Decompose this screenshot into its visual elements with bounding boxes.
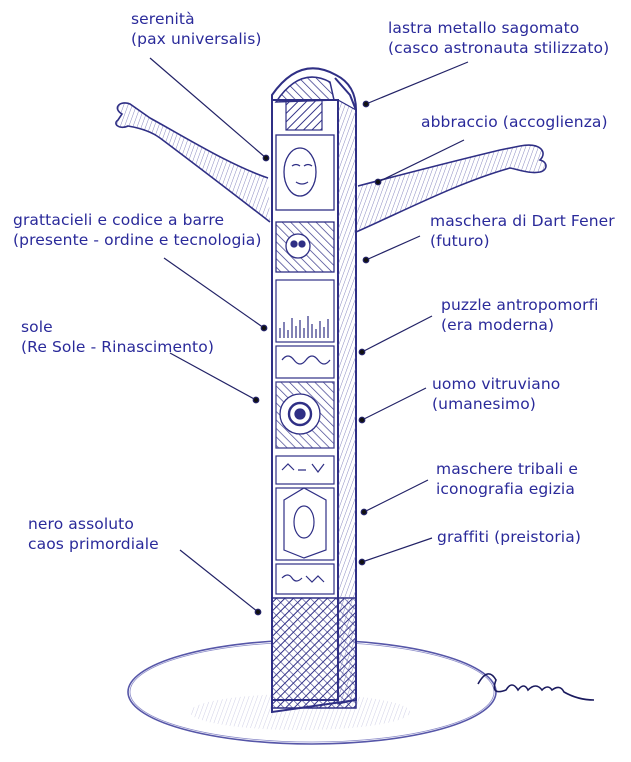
- label-nero: nero assoluto caos primordiale: [28, 514, 159, 554]
- label-vitruviano: uomo vitruviano (umanesimo): [432, 374, 560, 414]
- label-grattacieli: grattacieli e codice a barre (presente -…: [13, 210, 262, 250]
- label-serenita: serenità (pax universalis): [131, 9, 262, 49]
- label-graffiti: graffiti (preistoria): [437, 527, 581, 547]
- label-tribali: maschere tribali e iconografia egizia: [436, 459, 578, 499]
- label-abbraccio: abbraccio (accoglienza): [421, 112, 608, 132]
- label-lastra: lastra metallo sagomato (casco astronaut…: [388, 18, 609, 58]
- mask-panel: [276, 222, 334, 272]
- label-sole: sole (Re Sole - Rinascimento): [21, 317, 214, 357]
- sun-panel: [276, 382, 334, 448]
- label-maschera-dart: maschera di Dart Fener (futuro): [430, 211, 615, 251]
- label-puzzle: puzzle antropomorfi (era moderna): [441, 295, 599, 335]
